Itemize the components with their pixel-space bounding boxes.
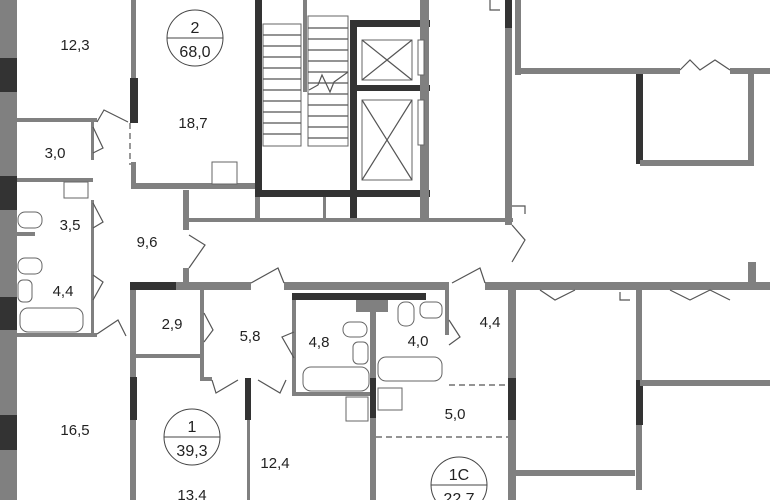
room-area-label: 4,0 (408, 333, 429, 350)
break-line (308, 71, 349, 94)
room-labels: 12,3 18,7 3,0 3,5 9,6 4,4 2,9 5,8 4,8 4,… (45, 37, 501, 500)
doors (92, 0, 731, 438)
elevators (361, 39, 425, 181)
sink-icon (211, 161, 238, 185)
room-area-label: 3,0 (45, 145, 66, 162)
room-area-label: 4,4 (53, 283, 74, 300)
elevator-icon (361, 99, 413, 181)
apartment-badge: 2 68,0 (166, 9, 224, 67)
toilet-icon (17, 211, 43, 229)
apartment-number: 1 (188, 419, 197, 436)
apartment-badge: 1 39,3 (163, 408, 221, 466)
bathtub-icon (302, 366, 370, 392)
sink-icon (377, 387, 403, 411)
sink-icon (352, 341, 369, 365)
room-area-label: 2,9 (162, 316, 183, 333)
bathtub-icon (377, 356, 443, 382)
room-area-label: 4,4 (480, 314, 501, 331)
toilet-icon (397, 301, 415, 327)
bathtub-icon (19, 307, 84, 333)
apartment-number: 2 (191, 20, 200, 37)
apartment-area: 22,7 (443, 491, 474, 500)
apartment-badge: 1C 22,7 (430, 456, 488, 500)
room-area-label: 13,4 (177, 487, 206, 500)
toilet-icon (342, 321, 368, 338)
room-area-label: 16,5 (60, 422, 89, 439)
room-area-label: 12,3 (60, 37, 89, 54)
elevator-icon (361, 39, 413, 81)
room-area-label: 5,0 (445, 406, 466, 423)
apartment-area: 68,0 (179, 44, 210, 61)
toilet-icon (17, 257, 43, 275)
room-area-label: 4,8 (309, 334, 330, 351)
apartment-area: 39,3 (176, 443, 207, 460)
sink-icon (63, 181, 89, 199)
room-area-label: 18,7 (178, 115, 207, 132)
sink-icon (419, 301, 443, 319)
fixtures (17, 161, 443, 422)
room-area-label: 3,5 (60, 217, 81, 234)
room-area-label: 9,6 (137, 234, 158, 251)
room-area-label: 12,4 (260, 455, 289, 472)
apartment-number: 1C (449, 467, 469, 484)
room-area-label: 5,8 (240, 328, 261, 345)
stairs (262, 15, 349, 147)
sink-icon (345, 396, 369, 422)
sink-icon (17, 279, 33, 303)
